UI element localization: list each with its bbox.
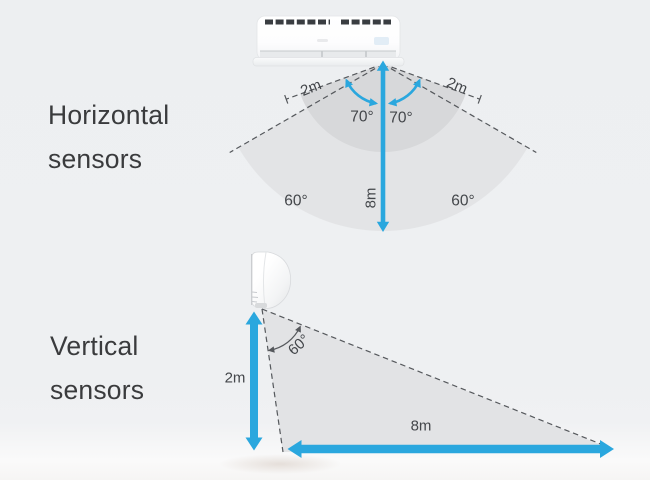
far-angle-left-label: 60°	[284, 192, 308, 210]
far-angle-right-label: 60°	[451, 192, 475, 210]
air-conditioner-side-icon	[251, 251, 292, 309]
floor-reach-label: 8m	[410, 417, 432, 435]
floor-shadow	[195, 450, 365, 478]
horizontal-sensors-title: Horizontal sensors	[48, 100, 170, 174]
near-boundary-left-dashed-line	[285, 63, 384, 100]
near-angle-left-label: 70°	[350, 108, 374, 126]
air-conditioner-front-icon	[252, 15, 405, 67]
cone-angle-arc-arrow	[267, 325, 301, 353]
vertical-coverage-triangle	[262, 309, 603, 452]
depth-range-arrow-8m	[376, 60, 390, 232]
mount-height-arrow-2m	[245, 311, 263, 451]
near-angle-right-label: 70°	[389, 109, 413, 127]
floor-reach-arrow-8m	[287, 440, 614, 458]
near-boundary-right-dashed-line	[382, 63, 481, 100]
vertical-sensors-title: Vertical sensors	[50, 331, 145, 405]
horizontal-coverage-diagram	[229, 15, 537, 232]
vertical-coverage-diagram	[245, 251, 614, 458]
right-swing-angle-arrow	[387, 78, 421, 107]
cone-far-edge-dashed-line	[261, 308, 608, 448]
depth-range-label: 8m	[362, 187, 380, 209]
near-boundary-right-tick	[477, 94, 482, 104]
cone-near-edge-dashed-line	[261, 308, 284, 453]
left-swing-angle-arrow	[345, 78, 379, 107]
mount-height-label: 2m	[224, 369, 246, 387]
near-boundary-left-tick	[284, 94, 289, 104]
